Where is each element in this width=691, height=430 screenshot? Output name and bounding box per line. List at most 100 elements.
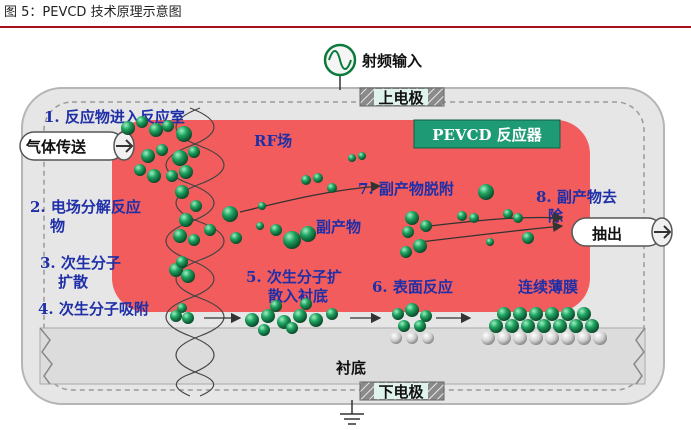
molecule [405, 303, 419, 317]
molecule [149, 123, 163, 137]
arrow-to-byproduct [239, 181, 382, 213]
film-atom [545, 307, 559, 321]
film-atom [529, 307, 543, 321]
molecule [245, 313, 259, 327]
film-atom [593, 331, 607, 345]
flow-arrows [204, 181, 564, 324]
plasma-region [112, 120, 590, 312]
byproduct-molecules [270, 152, 534, 258]
molecule [173, 229, 187, 243]
molecule [413, 239, 427, 253]
molecule [348, 154, 356, 162]
step-8-label-line1: 8. 副产物去 [536, 188, 617, 206]
molecule [522, 232, 534, 244]
molecule [172, 150, 188, 166]
film-atom [577, 331, 591, 345]
film-atom [553, 319, 567, 333]
continuous-film [481, 307, 607, 345]
substrate-atom [422, 332, 434, 344]
step-3-label-line2: 扩散 [58, 273, 89, 291]
film-atom [561, 331, 575, 345]
step-8-label-line2: 除 [548, 207, 564, 225]
step-7-label: 7. 副产物脱附 [358, 180, 454, 198]
substrate-atom [390, 332, 402, 344]
exhaust-label: 抽出 [592, 225, 622, 243]
molecule [188, 146, 200, 158]
molecule [121, 121, 135, 135]
molecule [420, 310, 432, 322]
film-atom [497, 331, 511, 345]
molecule [457, 211, 467, 221]
molecule [170, 310, 182, 322]
molecule [326, 308, 338, 320]
molecule [204, 224, 216, 236]
lower-electrode-label-bg [374, 383, 428, 399]
molecule [469, 213, 479, 223]
molecule [293, 309, 307, 323]
molecule [156, 144, 168, 156]
molecule [222, 206, 238, 222]
film-atom [585, 319, 599, 333]
surface-atoms [390, 332, 434, 344]
gas-delivery-label: 气体传送 [25, 138, 87, 156]
molecule [270, 300, 282, 312]
molecule [414, 320, 426, 332]
molecule [190, 200, 202, 212]
rf-wave-left [165, 107, 215, 397]
step-1-label: 1. 反应物进入反应室 [44, 108, 185, 126]
molecule [300, 226, 316, 242]
film-atom [529, 331, 543, 345]
exhaust-pipe [571, 217, 673, 247]
step-4-label: 4. 次生分子吸附 [38, 300, 149, 318]
step-2-label-line1: 2. 电场分解反应 [30, 198, 141, 216]
film-atom [561, 307, 575, 321]
molecule [258, 324, 270, 336]
molecule [141, 149, 155, 163]
molecule [136, 116, 148, 128]
pecvd-diagram: 上电极 下电极 射频输入 PEVCD 反应器 RF场 气体传送 抽出 衬底 1.… [19, 43, 673, 425]
molecule [176, 126, 192, 142]
molecule [283, 231, 301, 249]
molecule [300, 298, 312, 310]
reactor-badge [413, 119, 561, 149]
film-atom [545, 331, 559, 345]
molecule [166, 170, 178, 182]
molecule [420, 220, 432, 232]
substrate-label: 衬底 [336, 359, 366, 377]
molecule [175, 185, 189, 199]
continuous-film-label: 连续薄膜 [518, 278, 578, 296]
substrate-jagged-edge-right [633, 327, 646, 385]
film-atom [505, 319, 519, 333]
title-divider [0, 26, 691, 28]
substrate-block [39, 327, 646, 385]
molecule [358, 152, 366, 160]
upper-electrode-label: 上电极 [378, 89, 424, 107]
molecule [486, 238, 494, 246]
film-atom [569, 319, 583, 333]
film-atom [489, 319, 503, 333]
lower-electrode-label: 下电极 [378, 383, 424, 401]
molecule [182, 312, 194, 324]
molecule [181, 269, 195, 283]
step-5-label-line2: 散入衬底 [268, 287, 328, 305]
molecule [176, 256, 188, 268]
molecule [256, 222, 264, 230]
molecule [313, 173, 323, 183]
film-atom [497, 307, 511, 321]
molecule [392, 308, 404, 320]
rf-field-label: RF场 [254, 132, 292, 150]
adsorbed-molecules [170, 298, 432, 336]
molecule [327, 183, 337, 193]
molecule [134, 164, 146, 176]
rf-wave-right [175, 107, 225, 397]
molecule [398, 320, 410, 332]
molecule [478, 184, 494, 200]
film-atom [577, 307, 591, 321]
arrow-byproduct-to-exhaust [429, 212, 564, 227]
molecule [230, 232, 242, 244]
figure-title: 图 5：PEVCD 技术原理示意图 [4, 5, 182, 20]
molecule [405, 211, 419, 225]
molecule [286, 322, 298, 334]
molecule [301, 175, 311, 185]
film-atom [537, 319, 551, 333]
